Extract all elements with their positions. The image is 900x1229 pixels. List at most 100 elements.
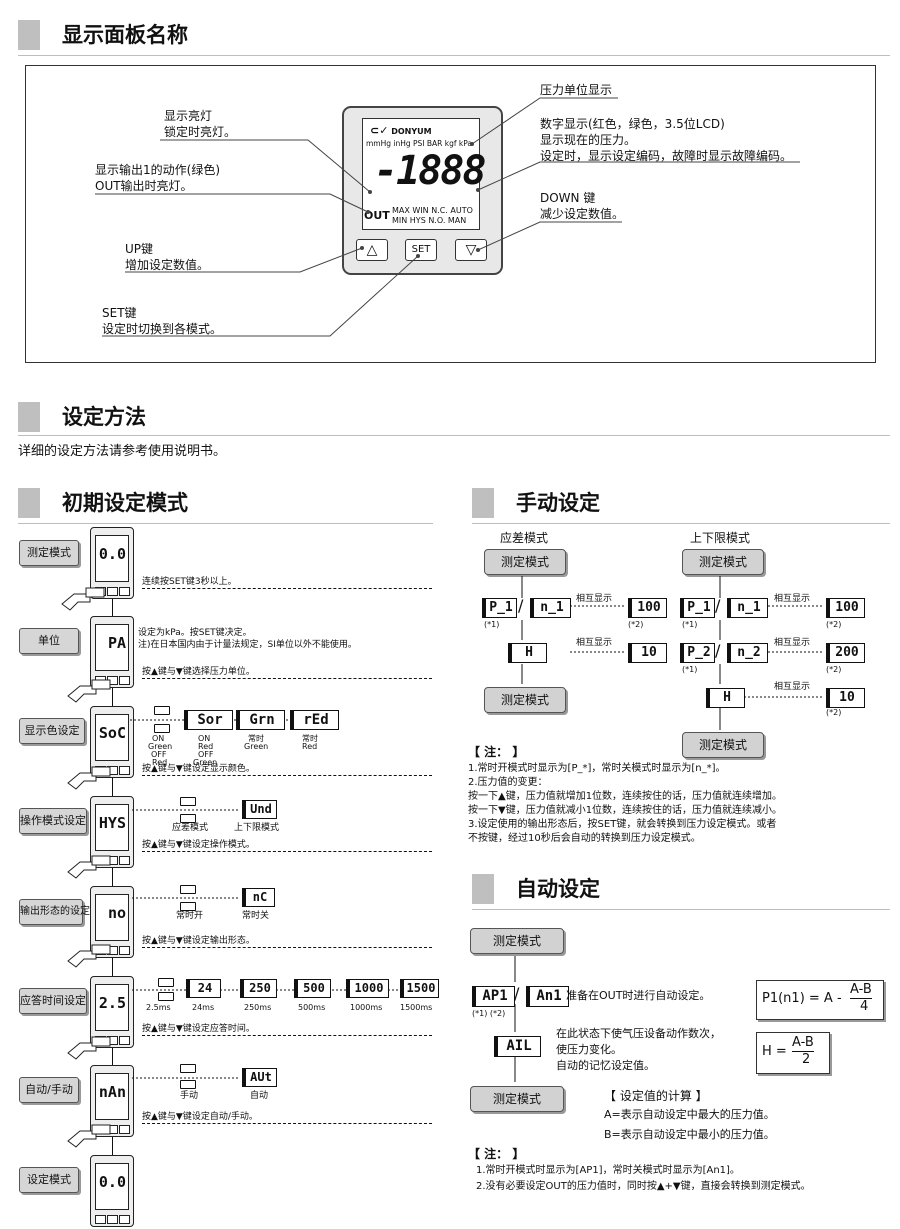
- step-label-outform: 输出形态的设定: [19, 899, 90, 925]
- color-cap-3a: 常时: [248, 734, 264, 743]
- section-title: 设定方法: [62, 405, 146, 429]
- section-rule: [18, 55, 890, 56]
- section-bar: [18, 20, 40, 50]
- callout-out1-1: 显示输出1的动作(绿色): [95, 163, 220, 177]
- color-option-sor: Sor: [184, 710, 233, 730]
- manual-note-line: 按一下▲键，压力值就增加1位数，连续按住的话，压力值就连续增加。: [468, 791, 783, 802]
- manual-mutual: 相互显示: [576, 638, 613, 648]
- color-cap-1c: OFF: [151, 750, 167, 759]
- device-thumb-value: no: [107, 904, 126, 922]
- op-instr: 按▲键与▼键设定操作模式。: [142, 840, 432, 852]
- auto-foot: (*1) (*2): [472, 1009, 505, 1018]
- auto-ail: AIL: [494, 1036, 541, 1057]
- auto-foot1: (*1): [472, 1009, 488, 1018]
- resp-cap: 250ms: [244, 1003, 272, 1012]
- resp-cap: 1000ms: [350, 1003, 383, 1012]
- brand-logo: ⊂✓ DONYUM: [370, 124, 432, 137]
- leader-up: [125, 247, 363, 273]
- manual-foot1-c: (*1): [682, 665, 698, 674]
- color-cap-1b: Green: [148, 742, 173, 751]
- color-option-grn: Grn: [236, 710, 285, 730]
- auto-desc-3: 自动的记忆设定值。: [556, 1059, 655, 1072]
- leader-down: [477, 221, 622, 251]
- manual-foot2-c: (*2): [826, 665, 842, 674]
- leader-digital: [477, 161, 800, 191]
- section-header-manual: 手动设定: [472, 488, 890, 524]
- color-cap-1d: Red: [152, 758, 168, 767]
- section-title: 手动设定: [516, 491, 600, 515]
- manual-n2: n_2: [727, 643, 768, 663]
- formula1-den: 4: [860, 999, 869, 1014]
- digit-display: -1888: [374, 148, 486, 194]
- manual-n1-b: n_1: [727, 598, 768, 618]
- leader-out1: [95, 193, 369, 213]
- slash: /: [514, 984, 520, 1003]
- auto-ready: 准备在OUT时进行自动设定。: [566, 989, 711, 1002]
- op-cap-1: 应差模式: [172, 823, 209, 833]
- outform-arrows: [132, 897, 240, 899]
- manual-measure-2: 测定模式: [682, 549, 764, 575]
- set-button[interactable]: SET: [405, 239, 437, 261]
- manual-col1-title: 应差模式: [500, 531, 549, 545]
- color-cap-2b: Red: [198, 742, 214, 751]
- callout-set-2: 设定时切换到各模式。: [102, 322, 223, 336]
- manual-flow-lines: [521, 576, 822, 730]
- formula1-left: P1(n1) = A -: [762, 991, 842, 1006]
- unit-select-instr: 按▲键与▼键选择压力单位。: [142, 667, 432, 679]
- step-label-measure: 测定模式: [19, 540, 79, 566]
- callout-set-1: SET键: [102, 306, 137, 320]
- calc-a: A=表示自动设定中最大的压力值。: [604, 1108, 775, 1121]
- color-cap-2c: OFF: [198, 750, 214, 759]
- callout-lines: [95, 97, 800, 337]
- callout-up-2: 增加设定数值。: [125, 258, 210, 272]
- manual-note-line: 不按键，经过10秒后会自动的转换到压力设定模式。: [468, 833, 701, 844]
- manual-v200: 200: [826, 643, 865, 663]
- auto-ap1: AP1: [472, 986, 515, 1007]
- panel-frame: [25, 65, 876, 363]
- resp-option: 24: [186, 979, 221, 998]
- color-cap-2a: ON: [198, 734, 211, 743]
- resp-cap: 1500ms: [400, 1003, 433, 1012]
- section-header-initial: 初期设定模式: [18, 488, 433, 524]
- manual-v10-b: 10: [826, 688, 865, 708]
- down-chip: [180, 1080, 196, 1089]
- hand-icon: [61, 587, 111, 1148]
- section-rule: [18, 435, 890, 436]
- manual-n1: n_1: [530, 598, 571, 618]
- manual-mutual: 相互显示: [576, 594, 613, 604]
- formula2-den: 2: [802, 1052, 811, 1067]
- section-title: 自动设定: [516, 877, 600, 901]
- device-thumb-value: PA: [107, 634, 126, 652]
- section-header-panel: 显示面板名称: [18, 20, 890, 56]
- step-label-automan: 自动/手动: [19, 1077, 79, 1103]
- up-button[interactable]: △: [356, 239, 388, 261]
- section-bar: [472, 488, 494, 518]
- down-chip: [180, 814, 196, 823]
- auto-desc-1: 在此状态下使气压设备动作数次，: [556, 1027, 721, 1040]
- leader-lock: [160, 139, 371, 193]
- up-chip: [158, 978, 174, 987]
- manual-foot1-b: (*1): [682, 620, 698, 629]
- callout-down-2: 减少设定数值。: [540, 207, 625, 221]
- down-button[interactable]: ▽: [455, 239, 487, 261]
- auto-desc-2: 使压力变化。: [556, 1043, 622, 1056]
- formula-box-1: [756, 980, 884, 1020]
- manual-notes-title: 【 注： 】: [468, 745, 525, 759]
- manual-note-line: 1.常时开模式时显示为[P_*]，常时关模式时显示为[n_*]。: [468, 763, 726, 774]
- auto-foot2: (*2): [489, 1009, 506, 1018]
- color-cap-4a: 常时: [302, 734, 318, 743]
- automan-cap-2: 自动: [250, 1091, 269, 1101]
- manual-note-line: 按一下▼键，压力值就减小1位数，连续按住的话，压力值就连续减小。: [468, 805, 783, 816]
- manual-col2-title: 上下限模式: [690, 531, 751, 545]
- automan-cap-1: 手动: [180, 1091, 199, 1101]
- resp-option: 250: [240, 979, 277, 998]
- manual-v10: 10: [628, 643, 667, 663]
- section-bar: [18, 488, 40, 518]
- color-cap-3b: Green: [244, 742, 269, 751]
- callout-digital-2: 显示现在的压力。: [540, 133, 637, 147]
- up-chip: [154, 706, 170, 715]
- hold-set-instr: 连续按SET键3秒以上。: [142, 577, 432, 589]
- resp-cap: 2.5ms: [146, 1003, 171, 1012]
- device-screen: [362, 118, 480, 230]
- manual-foot2-b: (*2): [826, 620, 842, 629]
